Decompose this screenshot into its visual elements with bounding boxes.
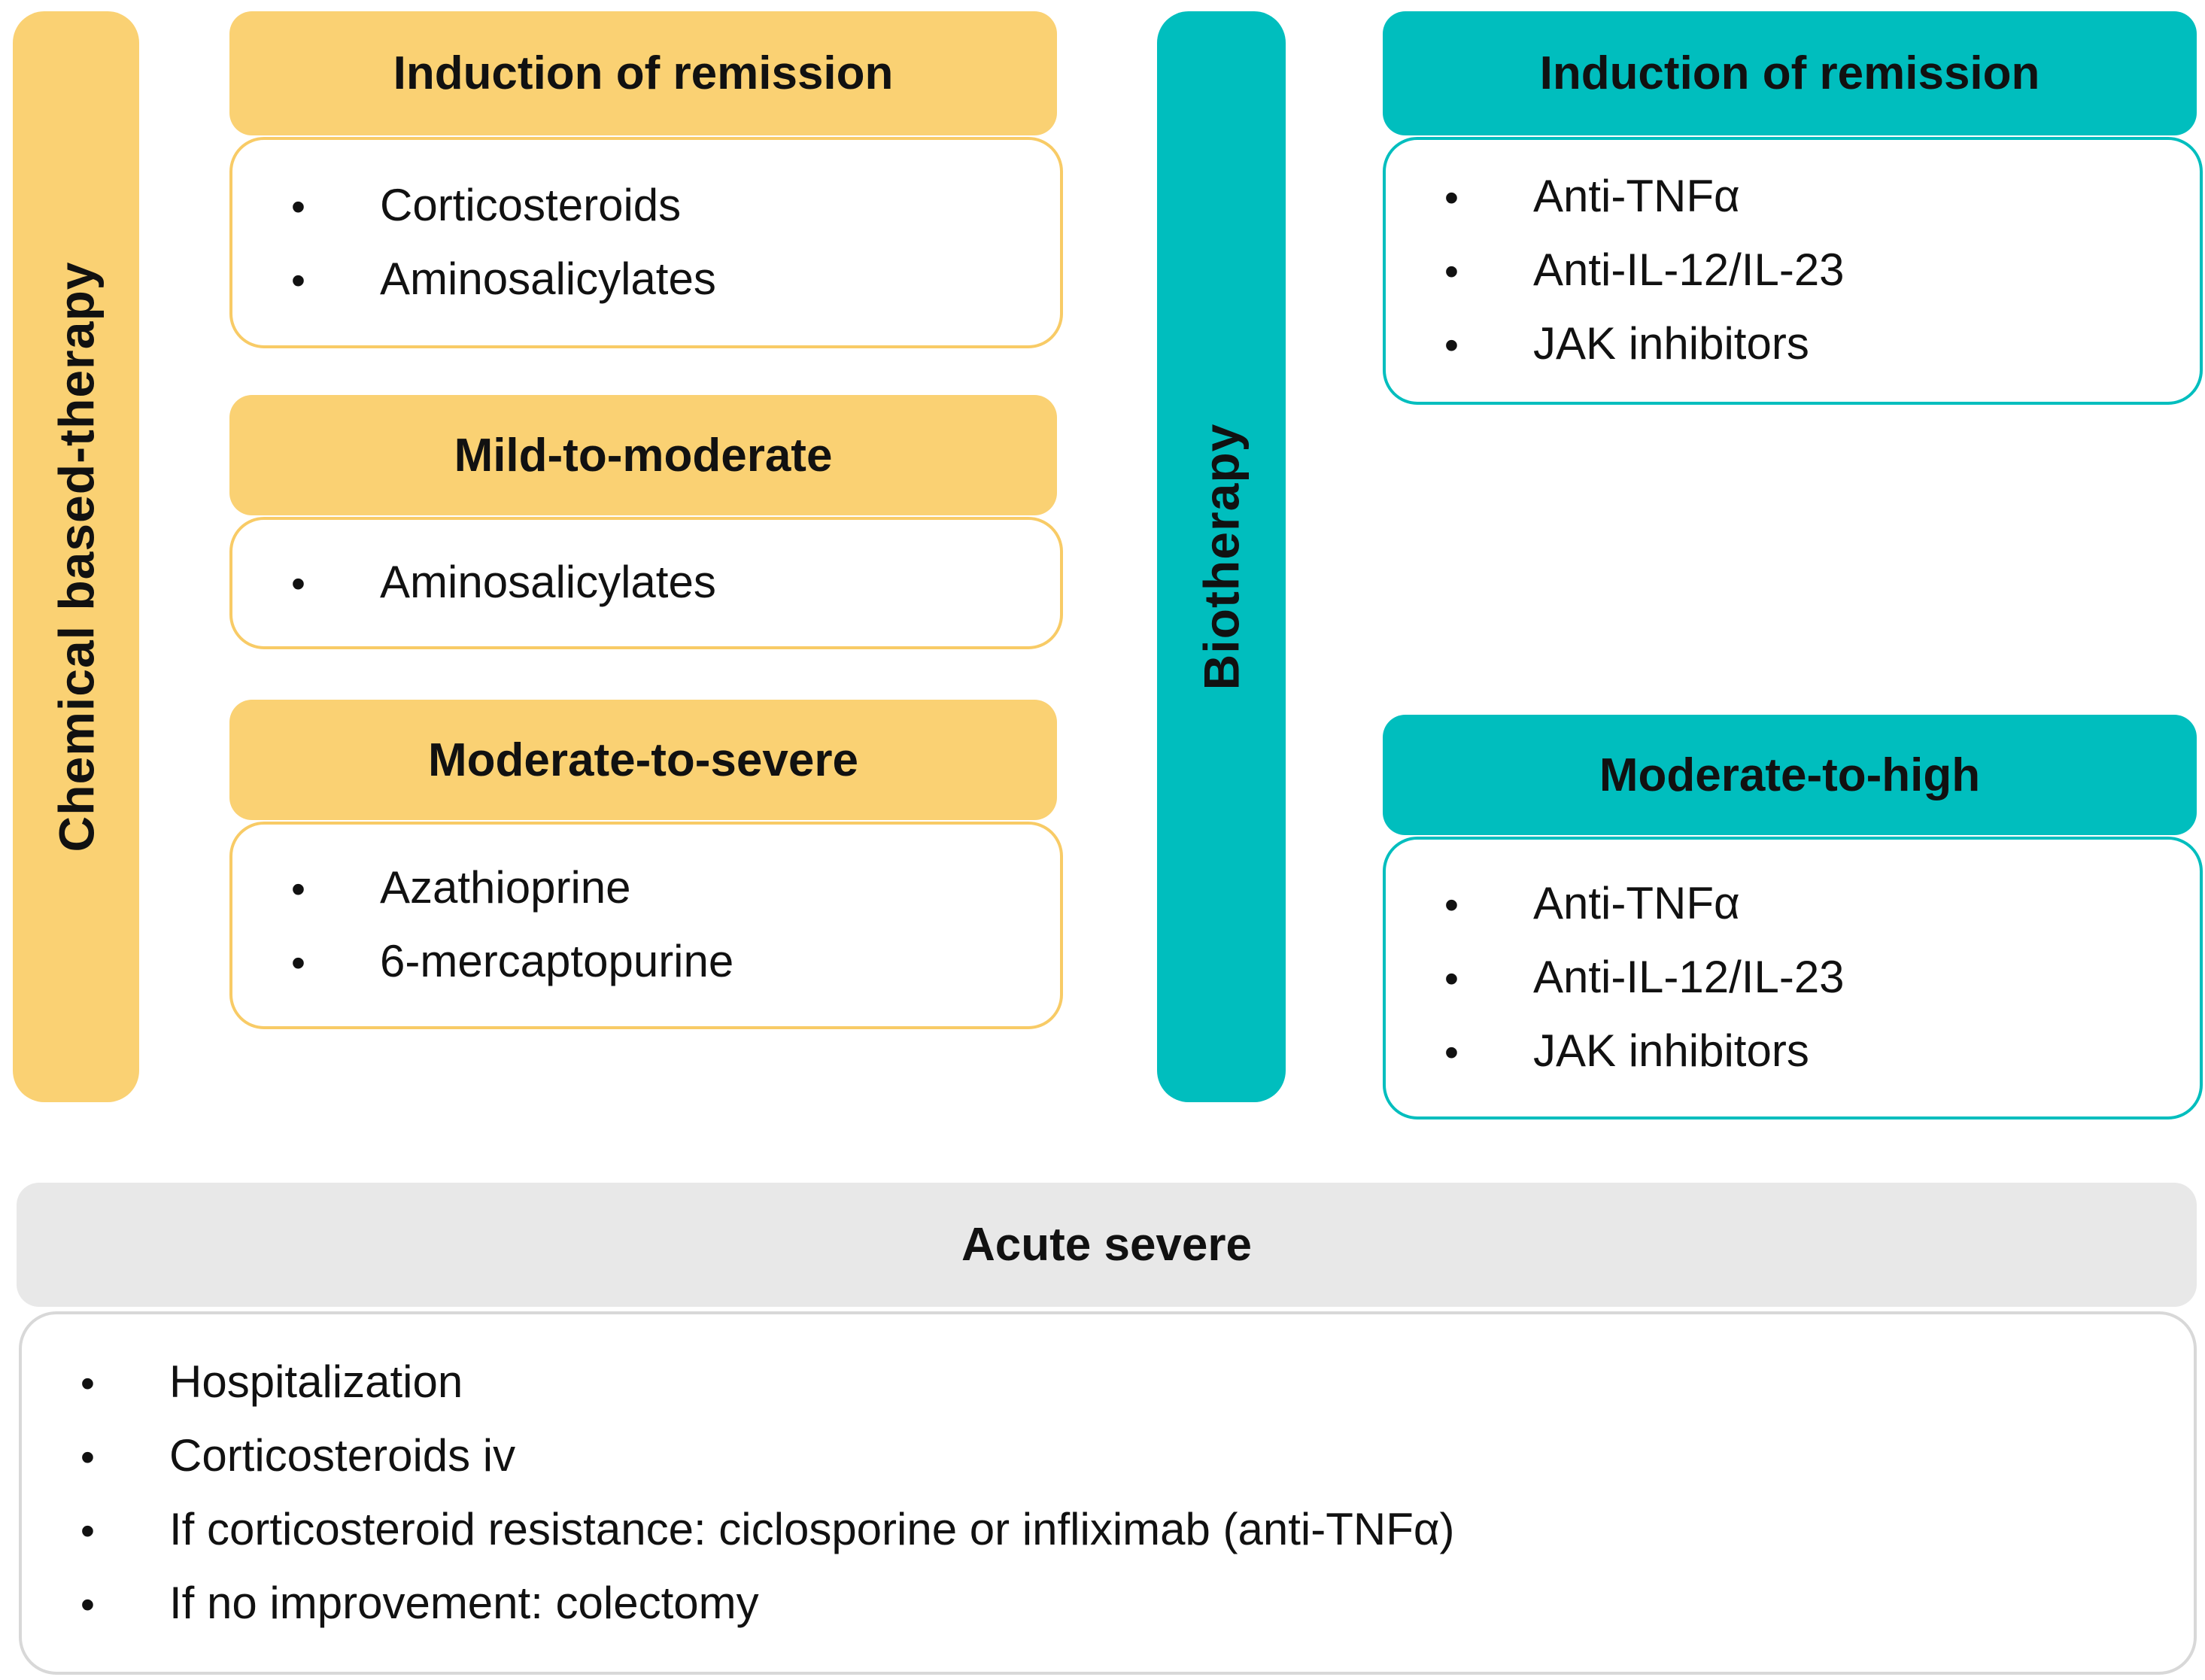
right-group-induction-list: Anti-TNFαAnti-IL-12/IL-23JAK inhibitors: [1386, 160, 2200, 381]
left-group-moderate-severe-header: Moderate-to-severe: [229, 700, 1057, 820]
bullet-item: JAK inhibitors: [1444, 1015, 2170, 1089]
bullet-item: Azathioprine: [291, 852, 1030, 925]
bullet-item: 6-mercaptopurine: [291, 925, 1030, 999]
bullet-item: Aminosalicylates: [291, 546, 1030, 620]
acute-severe-header: Acute severe: [17, 1183, 2197, 1307]
left-group-mild-header: Mild-to-moderate: [229, 395, 1057, 515]
bullet-item: JAK inhibitors: [1444, 308, 2170, 381]
acute-severe-box: HospitalizationCorticosteroids ivIf cort…: [19, 1311, 2197, 1675]
right-group-induction-header: Induction of remission: [1383, 11, 2197, 135]
right-group-moderate-high-header: Moderate-to-high: [1383, 715, 2197, 835]
acute-severe-list: HospitalizationCorticosteroids ivIf cort…: [22, 1346, 2194, 1641]
bullet-item: Anti-IL-12/IL-23: [1444, 941, 2170, 1015]
biotherapy-track-bar: Biotherapy: [1157, 11, 1286, 1102]
right-group-induction-box: Anti-TNFαAnti-IL-12/IL-23JAK inhibitors: [1383, 137, 2203, 405]
bullet-item: Anti-TNFα: [1444, 160, 2170, 234]
left-group-mild-list: Aminosalicylates: [232, 546, 1060, 620]
left-group-induction-box: CorticosteroidsAminosalicylates: [229, 137, 1063, 348]
bullet-item: Anti-IL-12/IL-23: [1444, 234, 2170, 308]
bullet-item: Corticosteroids iv: [80, 1420, 2164, 1493]
bullet-item: Aminosalicylates: [291, 243, 1030, 317]
right-group-moderate-high-box: Anti-TNFαAnti-IL-12/IL-23JAK inhibitors: [1383, 837, 2203, 1119]
biotherapy-track-label: Biotherapy: [1193, 423, 1250, 691]
left-group-induction-list: CorticosteroidsAminosalicylates: [232, 169, 1060, 317]
left-group-moderate-severe-box: Azathioprine6-mercaptopurine: [229, 822, 1063, 1029]
bullet-item: If corticosteroid resistance: ciclospori…: [80, 1493, 2164, 1567]
bullet-item: If no improvement: colectomy: [80, 1567, 2164, 1641]
left-group-induction-header: Induction of remission: [229, 11, 1057, 135]
chemical-therapy-track-label: Chemical based-therapy: [48, 261, 104, 852]
chemical-therapy-track-bar: Chemical based-therapy: [13, 11, 139, 1102]
bullet-item: Anti-TNFα: [1444, 867, 2170, 941]
left-group-mild-box: Aminosalicylates: [229, 517, 1063, 649]
left-group-moderate-severe-list: Azathioprine6-mercaptopurine: [232, 852, 1060, 999]
bullet-item: Hospitalization: [80, 1346, 2164, 1420]
bullet-item: Corticosteroids: [291, 169, 1030, 243]
right-group-moderate-high-list: Anti-TNFαAnti-IL-12/IL-23JAK inhibitors: [1386, 867, 2200, 1089]
